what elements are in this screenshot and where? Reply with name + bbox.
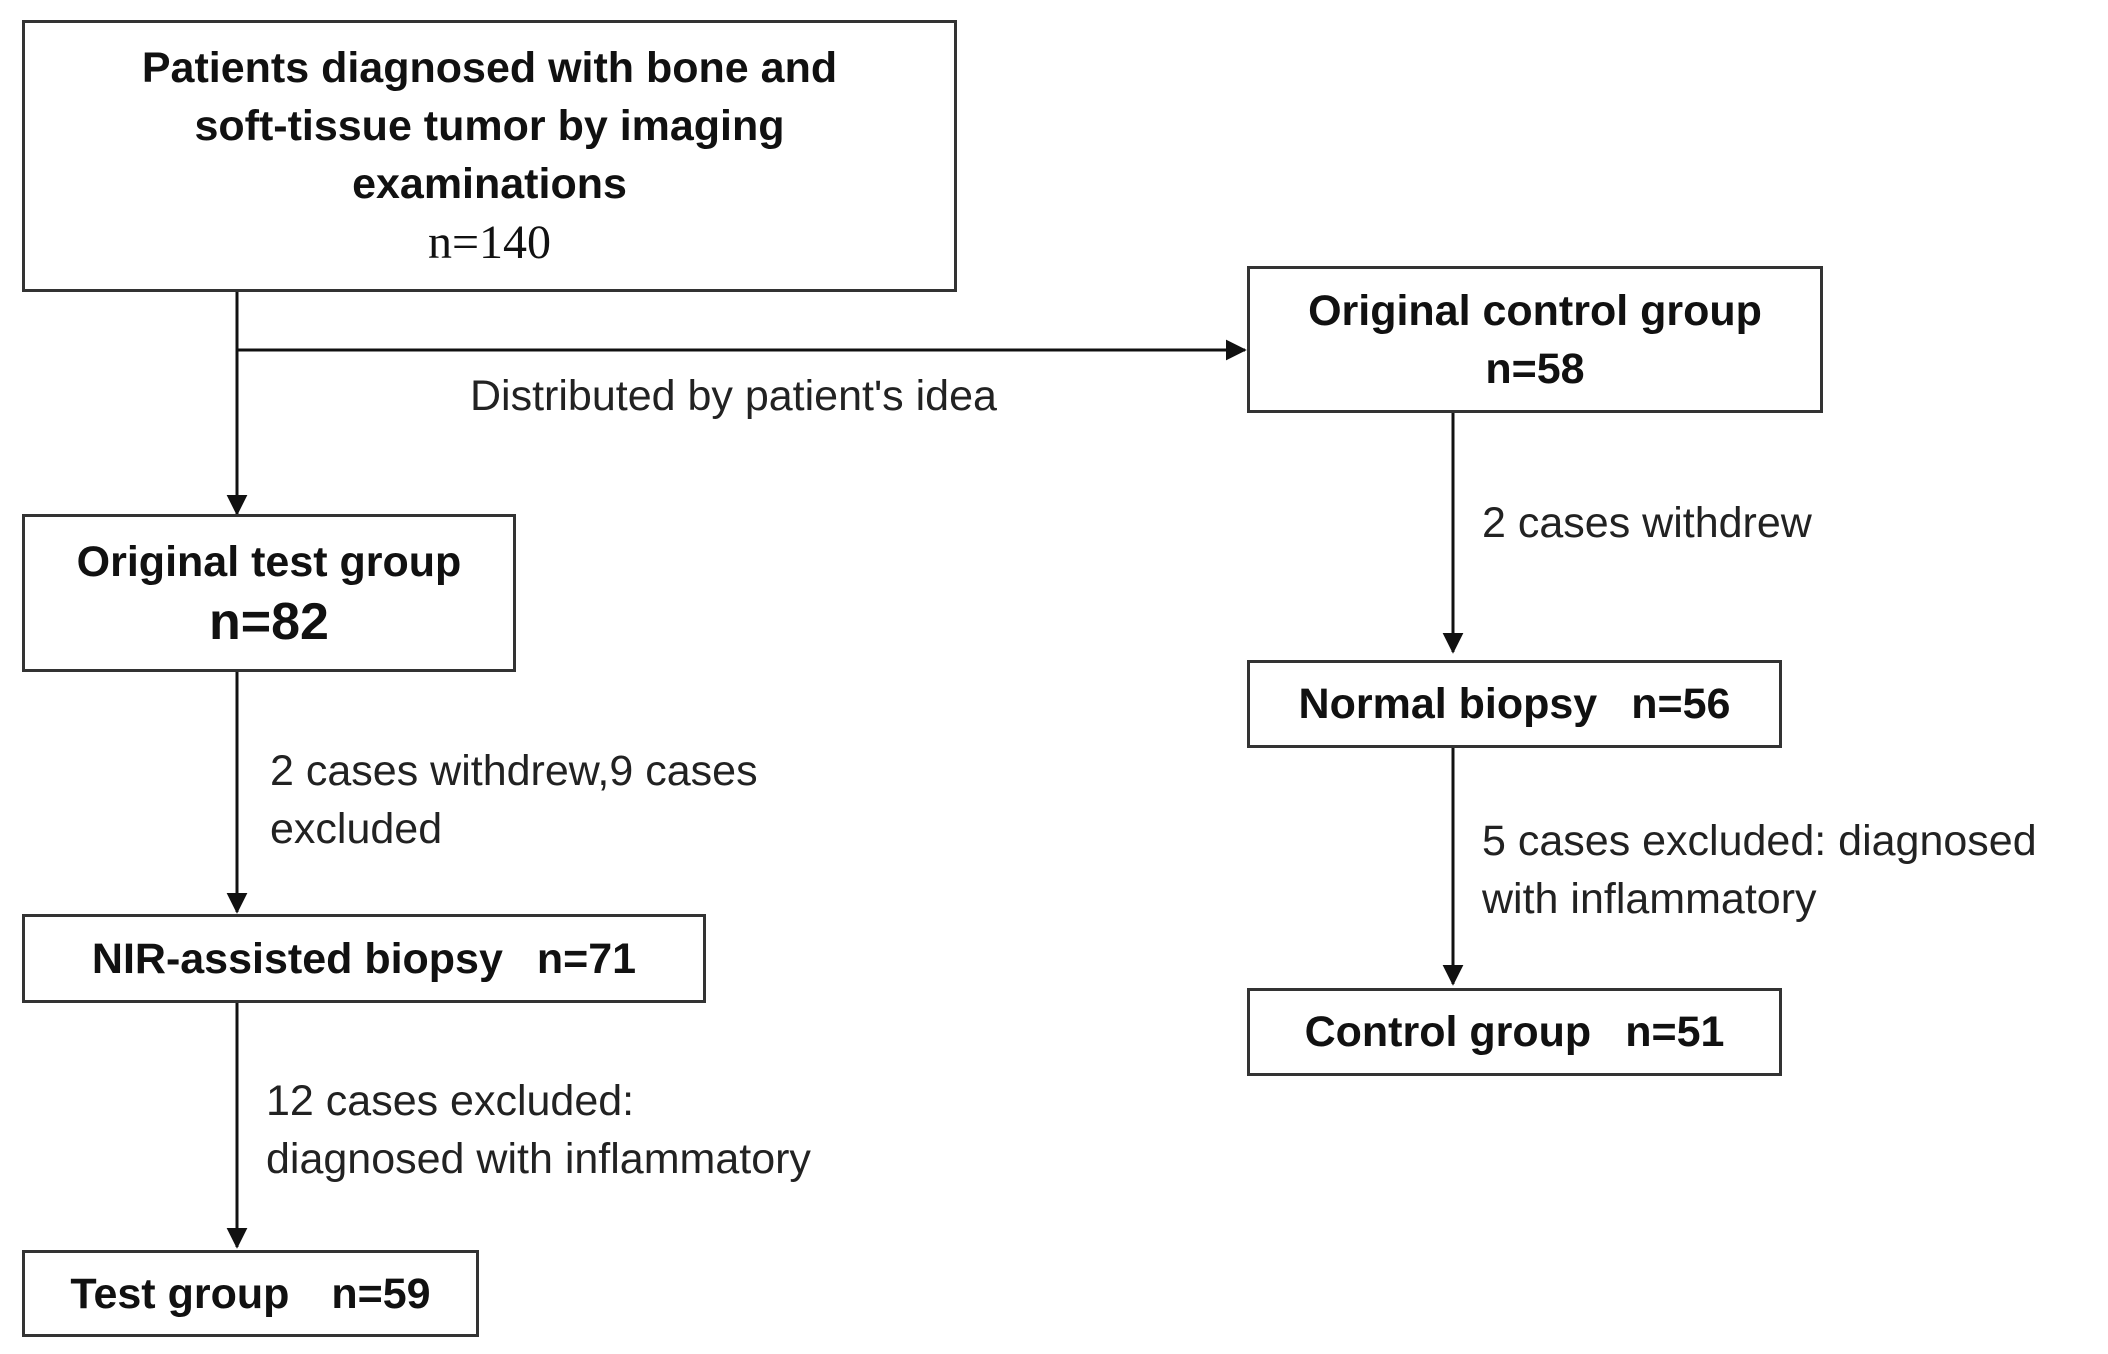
test-group-count: n=59 bbox=[331, 1269, 431, 1318]
normal-biopsy-title: Normal biopsy bbox=[1298, 680, 1598, 728]
nir-biopsy-count: n=71 bbox=[536, 934, 637, 983]
original-control-box: Original control group n=58 bbox=[1247, 266, 1823, 413]
test-group-box: Test group n=59 bbox=[22, 1250, 479, 1337]
root-count: n=140 bbox=[427, 216, 552, 269]
original-test-box: Original test group n=82 bbox=[22, 514, 516, 672]
test-withdrawn-line-2: excluded bbox=[270, 805, 443, 853]
test-withdrawn-line-1: 2 cases withdrew,9 cases bbox=[270, 747, 758, 795]
test-group-title: Test group bbox=[70, 1269, 290, 1318]
nir-biopsy-title: NIR-assisted biopsy bbox=[91, 934, 503, 983]
root-line-2: soft-tissue tumor by imaging bbox=[194, 102, 785, 150]
original-control-count: n=58 bbox=[1485, 344, 1585, 393]
nir-biopsy-box: NIR-assisted biopsy n=71 bbox=[22, 914, 706, 1003]
normal-biopsy-count: n=56 bbox=[1631, 680, 1731, 728]
nir-excluded-note: 12 cases excluded: diagnosed with inflam… bbox=[266, 1072, 811, 1188]
test-withdrawn-note: 2 cases withdrew,9 cases excluded bbox=[270, 742, 758, 858]
original-test-title: Original test group bbox=[76, 538, 462, 586]
distribute-label: Distributed by patient's idea bbox=[470, 372, 997, 420]
original-test-count: n=82 bbox=[209, 593, 329, 651]
control-withdrawn-note: 2 cases withdrew bbox=[1482, 494, 1812, 552]
normal-biopsy-box: Normal biopsy n=56 bbox=[1247, 660, 1782, 748]
root-box: Patients diagnosed with bone and soft-ti… bbox=[22, 20, 957, 292]
nir-excluded-line-1: 12 cases excluded: bbox=[266, 1077, 635, 1125]
nir-excluded-line-2: diagnosed with inflammatory bbox=[266, 1135, 811, 1183]
control-group-box: Control group n=51 bbox=[1247, 988, 1782, 1076]
normal-excluded-line-2: with inflammatory bbox=[1482, 875, 1817, 923]
original-control-title: Original control group bbox=[1308, 286, 1762, 335]
control-group-count: n=51 bbox=[1625, 1008, 1725, 1056]
root-line-3: examinations bbox=[352, 160, 627, 208]
control-group-title: Control group bbox=[1304, 1008, 1592, 1056]
normal-excluded-line-1: 5 cases excluded: diagnosed bbox=[1482, 817, 2037, 865]
normal-excluded-note: 5 cases excluded: diagnosed with inflamm… bbox=[1482, 812, 2037, 928]
root-line-1: Patients diagnosed with bone and bbox=[141, 44, 838, 92]
control-withdrawn-line-1: 2 cases withdrew bbox=[1482, 499, 1812, 547]
